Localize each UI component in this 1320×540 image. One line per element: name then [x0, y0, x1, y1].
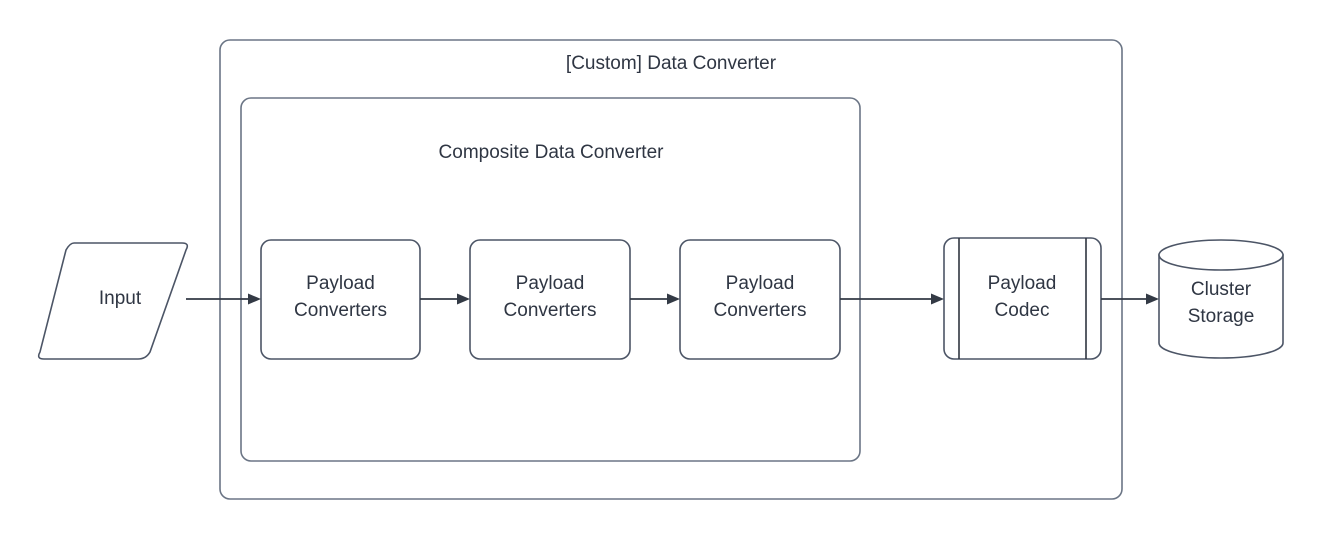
edge-pc1-to-pc2-arrowhead — [457, 293, 470, 305]
payload-converters-1-label-line2: Converters — [294, 300, 387, 321]
payload-converters-2-label-line2: Converters — [504, 300, 597, 321]
payload-converters-1-label-line1: Payload — [306, 273, 375, 294]
edge-codec-to-storage-arrowhead — [1146, 293, 1159, 305]
node-payload-codec[interactable]: Payload Codec — [943, 237, 1102, 360]
edge-input-to-pc1[interactable] — [186, 293, 261, 305]
payload-converters-2-label-line1: Payload — [516, 273, 585, 294]
payload-codec-label-line2: Codec — [995, 300, 1050, 321]
input-shape[interactable] — [37, 242, 189, 360]
payload-codec-label-line1: Payload — [988, 273, 1057, 294]
node-payload-converters-2[interactable]: Payload Converters — [469, 239, 631, 360]
composite-data-converter-label: Composite Data Converter — [439, 142, 665, 163]
edge-pc1-to-pc2[interactable] — [420, 293, 470, 305]
cluster-storage-label-line2: Storage — [1188, 306, 1255, 327]
node-cluster-storage[interactable]: Cluster Storage — [1158, 239, 1284, 359]
payload-codec-shape[interactable] — [943, 237, 1102, 360]
custom-data-converter-box[interactable] — [219, 39, 1123, 500]
edge-pc2-to-pc3-arrowhead — [667, 293, 680, 305]
custom-data-converter-label: [Custom] Data Converter — [566, 53, 777, 74]
container-composite-data-converter[interactable]: Composite Data Converter — [240, 97, 861, 462]
payload-converters-3-label-line1: Payload — [726, 273, 795, 294]
edge-pc3-to-codec-arrowhead — [931, 293, 944, 305]
payload-converters-3-label-line2: Converters — [714, 300, 807, 321]
edge-pc3-to-codec[interactable] — [840, 293, 944, 305]
cluster-storage-body[interactable] — [1158, 254, 1284, 359]
edge-input-to-pc1-arrowhead — [248, 293, 261, 305]
node-input[interactable]: Input — [37, 242, 189, 360]
cluster-storage-label-line1: Cluster — [1191, 279, 1252, 300]
node-payload-converters-3[interactable]: Payload Converters — [679, 239, 841, 360]
composite-data-converter-box[interactable] — [240, 97, 861, 462]
container-custom-data-converter[interactable]: [Custom] Data Converter — [219, 39, 1123, 500]
input-label: Input — [99, 288, 142, 309]
cluster-storage-top-ellipse — [1158, 239, 1284, 271]
edge-pc2-to-pc3[interactable] — [630, 293, 680, 305]
edge-codec-to-storage[interactable] — [1101, 293, 1159, 305]
node-payload-converters-1[interactable]: Payload Converters — [260, 239, 421, 360]
